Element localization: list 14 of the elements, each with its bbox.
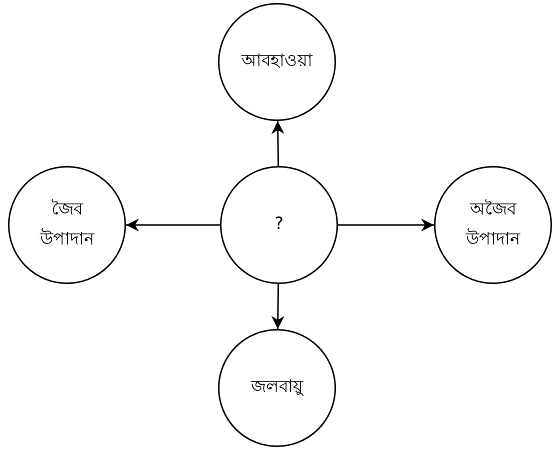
- circle-node: [218, 3, 336, 121]
- node-label: জলবায়ু: [251, 376, 303, 400]
- circle-node: [220, 166, 338, 284]
- circle-node: [218, 329, 336, 447]
- arrow: [271, 284, 284, 330]
- arrow: [126, 218, 220, 232]
- node-label: ?: [274, 213, 284, 236]
- circle-node: [434, 166, 552, 284]
- arrow: [271, 120, 284, 166]
- node-label: জৈব উপাদান: [40, 198, 94, 251]
- arrow: [338, 218, 434, 232]
- node-label: অজৈব উপাদান: [466, 198, 520, 251]
- circle-node: [8, 166, 126, 284]
- node-label: আবহাওয়া: [242, 50, 312, 74]
